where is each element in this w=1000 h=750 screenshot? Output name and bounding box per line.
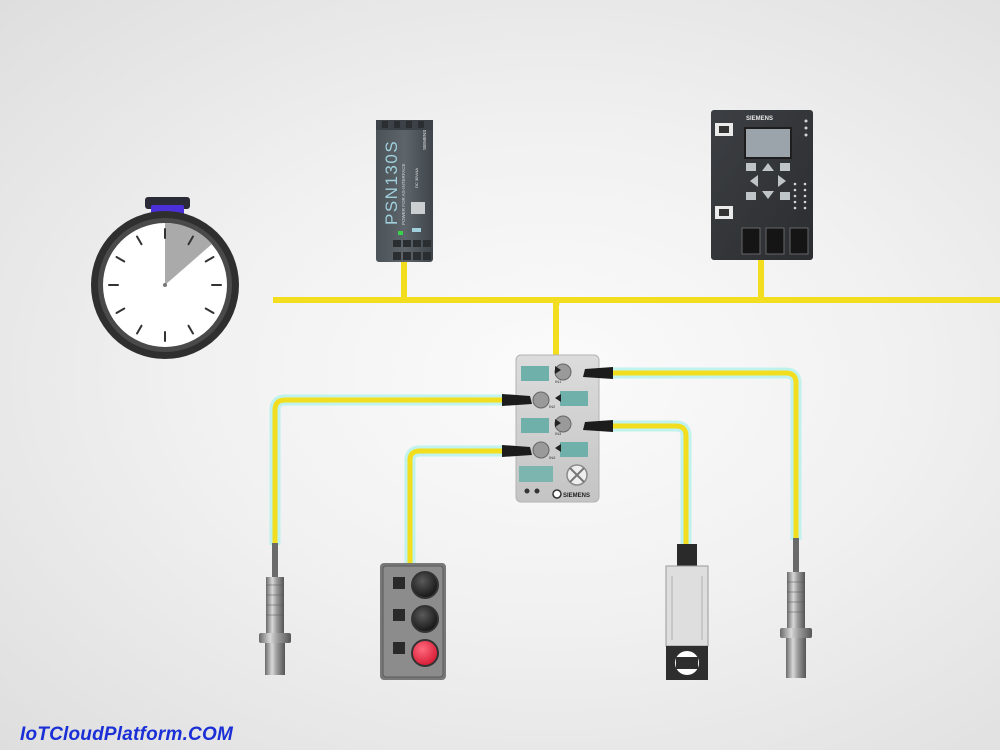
- limit-switch: [665, 544, 709, 680]
- io-port-label-2: IN2: [549, 404, 556, 409]
- stopwatch-tick: [204, 307, 215, 314]
- psu-rating-label: DC 30V/4A: [414, 168, 419, 188]
- plc-navigation-keypad: [746, 163, 790, 200]
- push-button-black-2: [411, 605, 439, 633]
- plc-brand-label: SIEMENS: [746, 116, 773, 122]
- push-button-red-stop: [411, 639, 439, 667]
- psu-subtitle-label: POWER FOR AS-INTERFACE: [401, 163, 406, 225]
- io-brand-label: SIEMENS: [563, 493, 590, 499]
- inductive-proximity-sensor-left: [259, 543, 291, 675]
- push-button-station: [380, 563, 446, 680]
- sensor-cables: [269, 367, 802, 565]
- push-button-black-1: [411, 571, 439, 599]
- stopwatch-tick: [136, 235, 143, 246]
- psu-model-label: PSN130S: [382, 140, 401, 225]
- as-interface-bus: [273, 256, 1000, 357]
- stopwatch-tick: [136, 324, 143, 335]
- psu-brand-label: SIEMENS: [422, 130, 427, 150]
- stopwatch-tick: [115, 307, 126, 314]
- io-port-label-3: IN3: [555, 431, 562, 436]
- io-port-label-1: IN1: [555, 379, 562, 384]
- stopwatch-tick: [187, 324, 194, 335]
- inductive-proximity-sensor-right: [780, 538, 812, 678]
- stopwatch-elapsed-wedge: [165, 222, 212, 285]
- as-interface-io-module: IN1 IN2 IN3 IN4 SIEMENS: [515, 354, 600, 503]
- stopwatch-icon: [91, 197, 239, 359]
- plc-controller: SIEMENS: [711, 110, 813, 260]
- power-supply-unit: PSN130S POWER FOR AS-INTERFACE SIEMENS D…: [376, 120, 433, 262]
- footer-brand-text: IoTCloudPlatform.COM: [20, 724, 233, 745]
- m12-connectors: [502, 367, 613, 457]
- stopwatch-tick: [115, 256, 126, 263]
- plc-display: [744, 127, 792, 159]
- io-port-label-4: IN4: [549, 455, 556, 460]
- stopwatch-tick: [204, 256, 215, 263]
- stopwatch-tick: [187, 235, 194, 246]
